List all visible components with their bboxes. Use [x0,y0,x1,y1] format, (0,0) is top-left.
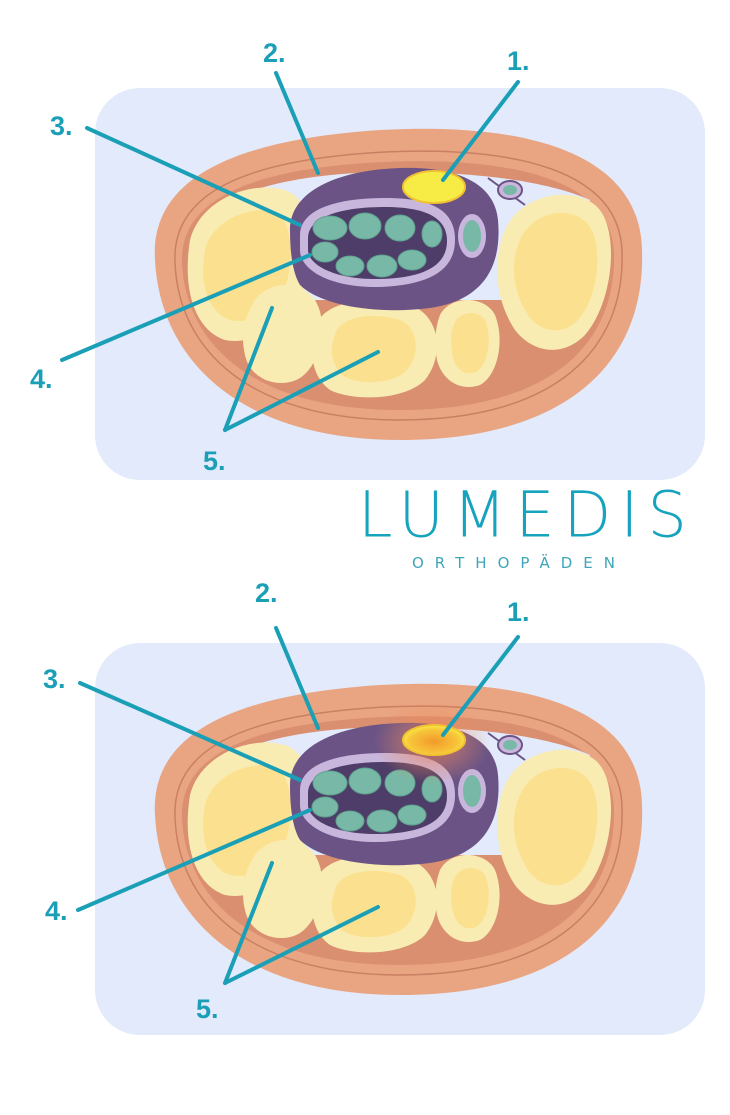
tendon [348,767,382,795]
median-nerve-inflamed [402,724,466,756]
label-1: 1. [507,46,530,76]
tendon [348,212,382,240]
label-5: 5. [203,446,226,476]
skin-line [174,705,623,976]
diagram-normal-wrist: 1. 2. 3. 4. 5. [0,0,730,500]
label-2: 2. [263,38,286,68]
label-3: 3. [43,664,66,694]
pointer-5b [223,905,380,985]
pointer-1 [441,635,520,737]
label-5: 5. [196,994,219,1024]
label-2: 2. [255,578,278,608]
tendon [311,241,339,263]
pointer-1 [441,80,520,182]
pointer-lines [76,626,520,985]
bone-center-2-core [451,868,489,929]
ulnar-vessel [487,177,526,206]
tendon [335,810,365,832]
skin-line [174,150,623,421]
fcr-tendon [463,220,481,252]
tendon [311,796,339,818]
bone-center-2-core [451,313,489,374]
pointer-4 [76,808,312,912]
median-nerve [402,170,466,204]
label-4: 4. [45,896,68,926]
pointer-3 [85,126,302,227]
bone-center-1-core [331,870,416,938]
wrist-cross-section-svg: 1. 2. 3. 4. 5. [30,38,705,480]
label-3: 3. [50,111,73,141]
tendon [312,215,348,241]
pointer-5a [223,306,274,432]
label-4: 4. [30,364,53,394]
tendon [384,214,416,242]
diagram-inflamed-wrist: 1. 2. 3. 4. 5. [0,555,730,1055]
label-1: 1. [507,597,530,627]
pointer-3 [78,681,302,782]
bone-right-core [513,767,598,886]
bone-left-2 [243,840,323,939]
tendon [421,220,443,248]
pointer-lines [60,71,520,432]
tendon [397,249,427,271]
brand-logo: LUMEDIS ORTHOPÄDEN [0,478,730,588]
pointer-5b [223,350,380,432]
tendon [335,255,365,277]
bone-left-2 [243,285,323,384]
wrist-cross-section-inflamed-svg: 1. 2. 3. 4. 5. [43,578,705,1035]
tendon [366,254,398,278]
tendon [312,770,348,796]
tendon [397,804,427,826]
flexor-tendons [311,212,443,278]
bone-center-1-core [331,315,416,383]
brand-subtitle: ORTHOPÄDEN [412,554,626,572]
pointer-2 [274,626,320,730]
pointer-2 [274,71,320,175]
pointer-5a [223,861,274,985]
bone-right-core [513,212,598,331]
pointer-4 [60,253,312,362]
brand-name: LUMEDIS [358,477,696,552]
tendon [366,809,398,833]
fcr-tendon [463,775,481,807]
ulnar-vessel [487,732,526,761]
